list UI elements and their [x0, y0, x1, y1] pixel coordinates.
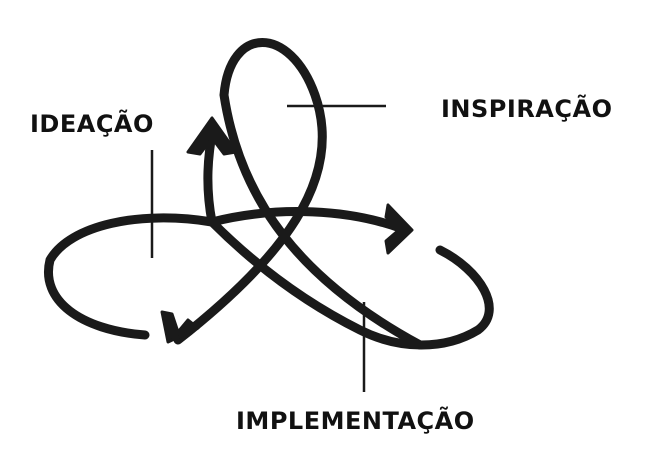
- ideation-loop: [44, 123, 218, 340]
- implementation-loop: [207, 207, 494, 350]
- arrow-up-icon: [186, 116, 238, 156]
- inspiration-loop: [173, 38, 425, 350]
- ideation-label: IDEAÇÃO: [30, 110, 154, 138]
- implementation-label: IMPLEMENTAÇÃO: [236, 407, 475, 435]
- arrow-down-left-icon: [160, 310, 200, 344]
- arrow-right-icon: [384, 203, 414, 255]
- inspiration-label: INSPIRAÇÃO: [441, 95, 613, 123]
